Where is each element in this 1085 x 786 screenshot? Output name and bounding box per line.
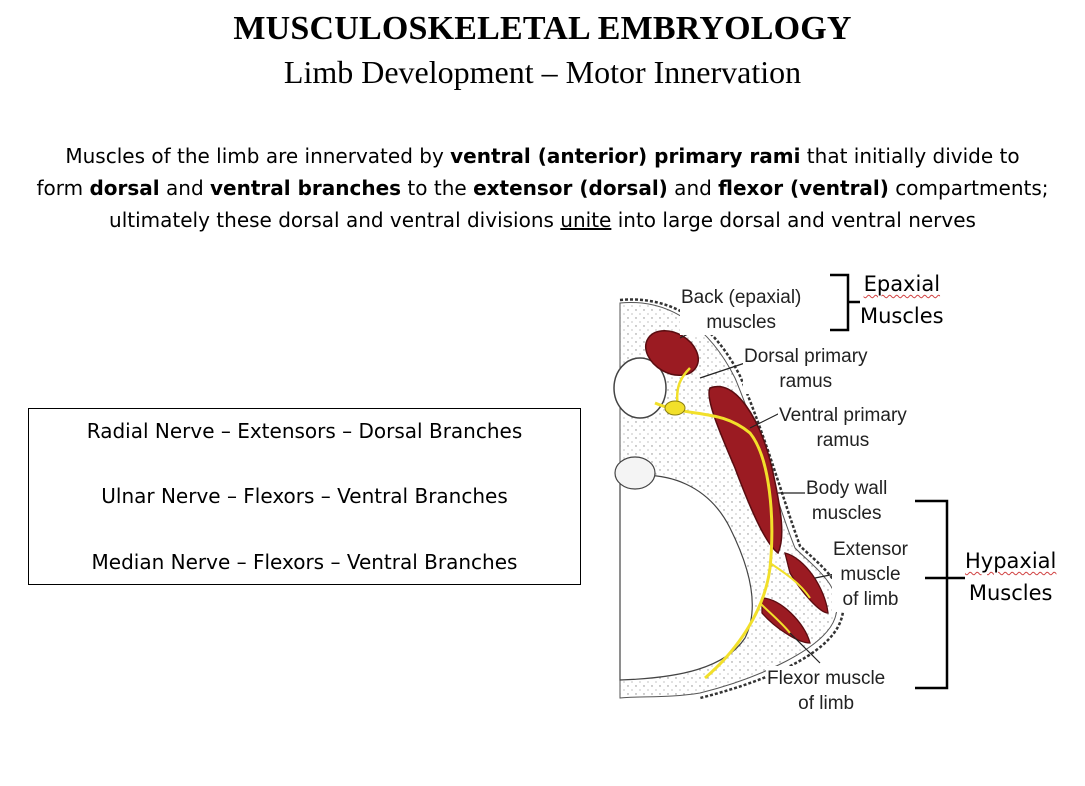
intro-bold-text: ventral branches	[210, 176, 402, 200]
neural-tube	[613, 357, 667, 419]
intro-text: compartments;	[888, 176, 1049, 200]
page-subtitle: Limb Development – Motor Innervation	[283, 54, 802, 90]
label-line: of limb	[842, 589, 899, 610]
group-label-line: Hypaxial	[965, 549, 1057, 573]
label-line: of limb	[798, 693, 855, 714]
leader-flexor	[789, 632, 821, 664]
nerve-line-ulnar: Ulnar Nerve – Flexors – Ventral Branches	[101, 484, 508, 508]
intro-paragraph: Muscles of the limb are innervated by ve…	[10, 140, 1075, 236]
label-line: Body wall	[806, 478, 888, 499]
label-extensor-muscle: Extensor muscle of limb	[832, 537, 909, 612]
intro-line-3: ultimately these dorsal and ventral divi…	[10, 204, 1075, 236]
intro-underlined-text: unite	[560, 208, 612, 232]
cross-section-illustration	[613, 273, 965, 700]
label-ventral-ramus: Ventral primary ramus	[778, 403, 908, 453]
intro-text: and	[159, 176, 211, 200]
label-line: Flexor muscle	[767, 668, 886, 689]
extensor-branch-nerve	[769, 562, 811, 599]
label-line: muscles	[811, 503, 882, 524]
label-flexor-muscle: Flexor muscle of limb	[766, 666, 887, 716]
vertebral-body	[614, 456, 656, 490]
intro-bold-text: dorsal	[89, 176, 160, 200]
nerve-summary-box: Radial Nerve – Extensors – Dorsal Branch…	[28, 408, 581, 585]
group-label-line: Muscles	[968, 581, 1053, 605]
intro-line-2: form dorsal and ventral branches to the …	[10, 172, 1075, 204]
limb-innervation-diagram: Back (epaxial) muscles Dorsal primary ramu…	[610, 268, 1080, 718]
intro-text: to the	[401, 176, 474, 200]
body-wall-muscle	[708, 385, 783, 555]
label-dorsal-ramus: Dorsal primary ramus	[743, 344, 869, 394]
flexor-muscle	[761, 597, 811, 644]
label-line: ramus	[779, 371, 833, 392]
intro-text: that initially divide to	[800, 144, 1020, 168]
label-line: Dorsal primary	[744, 346, 868, 367]
intro-line-1: Muscles of the limb are innervated by ve…	[10, 140, 1075, 172]
coelom-cavity	[619, 474, 753, 681]
intro-bold-text: extensor (dorsal)	[473, 176, 668, 200]
leader-dorsal	[699, 362, 746, 379]
label-back-muscles: Back (epaxial) muscles	[680, 285, 803, 335]
label-line: Extensor	[833, 539, 908, 560]
intro-text: ultimately these dorsal and ventral divi…	[109, 208, 561, 232]
label-line: Back (epaxial)	[681, 287, 802, 308]
intro-bold-text: flexor (ventral)	[718, 176, 889, 200]
nerve-line-radial: Radial Nerve – Extensors – Dorsal Branch…	[86, 419, 523, 443]
label-line: muscles	[706, 312, 777, 333]
intro-text: form	[36, 176, 90, 200]
intro-bold-text: ventral (anterior) primary rami	[450, 144, 801, 168]
group-label-line: Epaxial	[863, 272, 941, 296]
label-line: muscle	[840, 564, 901, 585]
spinal-ganglion	[664, 400, 686, 416]
ventral-ramus-nerve	[654, 401, 774, 680]
leader-ventral	[749, 412, 781, 429]
nerve-line-median: Median Nerve – Flexors – Ventral Branche…	[91, 550, 518, 574]
intro-text: Muscles of the limb are innervated by	[65, 144, 451, 168]
hypaxial-bracket	[915, 499, 965, 690]
page-title: MUSCULOSKELETAL EMBRYOLOGY	[233, 10, 852, 47]
extensor-muscle	[784, 552, 829, 614]
intro-text: into large dorsal and ventral nerves	[611, 208, 976, 232]
label-line: ramus	[816, 430, 870, 451]
group-label-line: Muscles	[860, 304, 944, 328]
epaxial-muscle	[645, 329, 699, 377]
label-line: Ventral primary	[779, 405, 907, 426]
epaxial-bracket	[830, 273, 860, 332]
skin-outline	[619, 298, 845, 700]
intro-text: and	[667, 176, 719, 200]
flexor-branch-nerve	[759, 602, 791, 634]
label-body-wall-muscles: Body wall muscles	[805, 476, 889, 526]
